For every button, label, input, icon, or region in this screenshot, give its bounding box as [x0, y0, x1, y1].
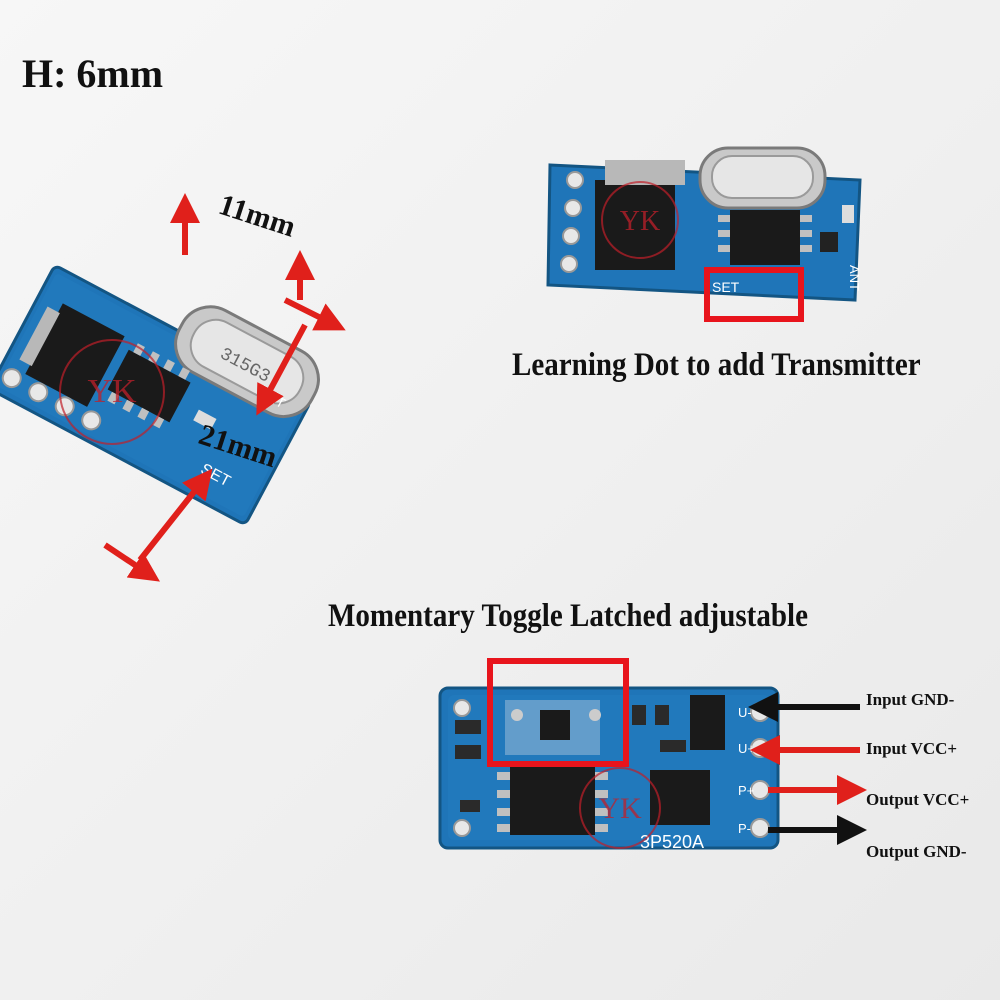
watermark-top: YK [601, 181, 679, 259]
mode-caption: Momentary Toggle Latched adjustable [328, 598, 808, 634]
svg-text:YK: YK [598, 792, 642, 825]
length-arrow-top [283, 297, 346, 331]
top-receiver-board: SET ANT [546, 146, 862, 302]
length-arrow-diagonal [137, 468, 213, 562]
ant-silkscreen-top: ANT [847, 265, 862, 291]
ic-bottom-1 [510, 765, 595, 835]
height-label: H: 6mm [22, 51, 164, 96]
set-silkscreen-top: SET [712, 279, 740, 295]
learning-dot-highlight [704, 267, 804, 322]
pin-mark-1: U- [738, 705, 752, 720]
watermark-bottom: YK [579, 767, 661, 849]
learning-dot-caption: Learning Dot to add Transmitter [512, 347, 921, 383]
ic-top [730, 210, 800, 265]
chip-silkscreen: 3P520A [640, 832, 704, 852]
pin-label-output-vcc: Output VCC+ [866, 790, 970, 809]
pin-mark-2: U+ [738, 741, 755, 756]
pin-label-output-gnd: Output GND- [866, 842, 967, 861]
length-arrow-side [256, 323, 308, 416]
svg-text:YK: YK [87, 373, 137, 410]
bottom-controller-board: 3P520A U- U+ P+ P- [438, 686, 780, 852]
ic-chip [107, 349, 191, 423]
length-arrow-bottom [103, 542, 160, 582]
pin-mark-3: P+ [738, 783, 754, 798]
pin-label-input-vcc: Input VCC+ [866, 739, 958, 758]
svg-text:YK: YK [620, 206, 660, 237]
regulator-top [595, 180, 675, 270]
mode-selector-highlight [487, 658, 629, 767]
pin-mark-4: P- [738, 821, 751, 836]
pin-label-input-gnd: Input GND- [866, 690, 955, 709]
watermark-left: YK [59, 339, 165, 445]
